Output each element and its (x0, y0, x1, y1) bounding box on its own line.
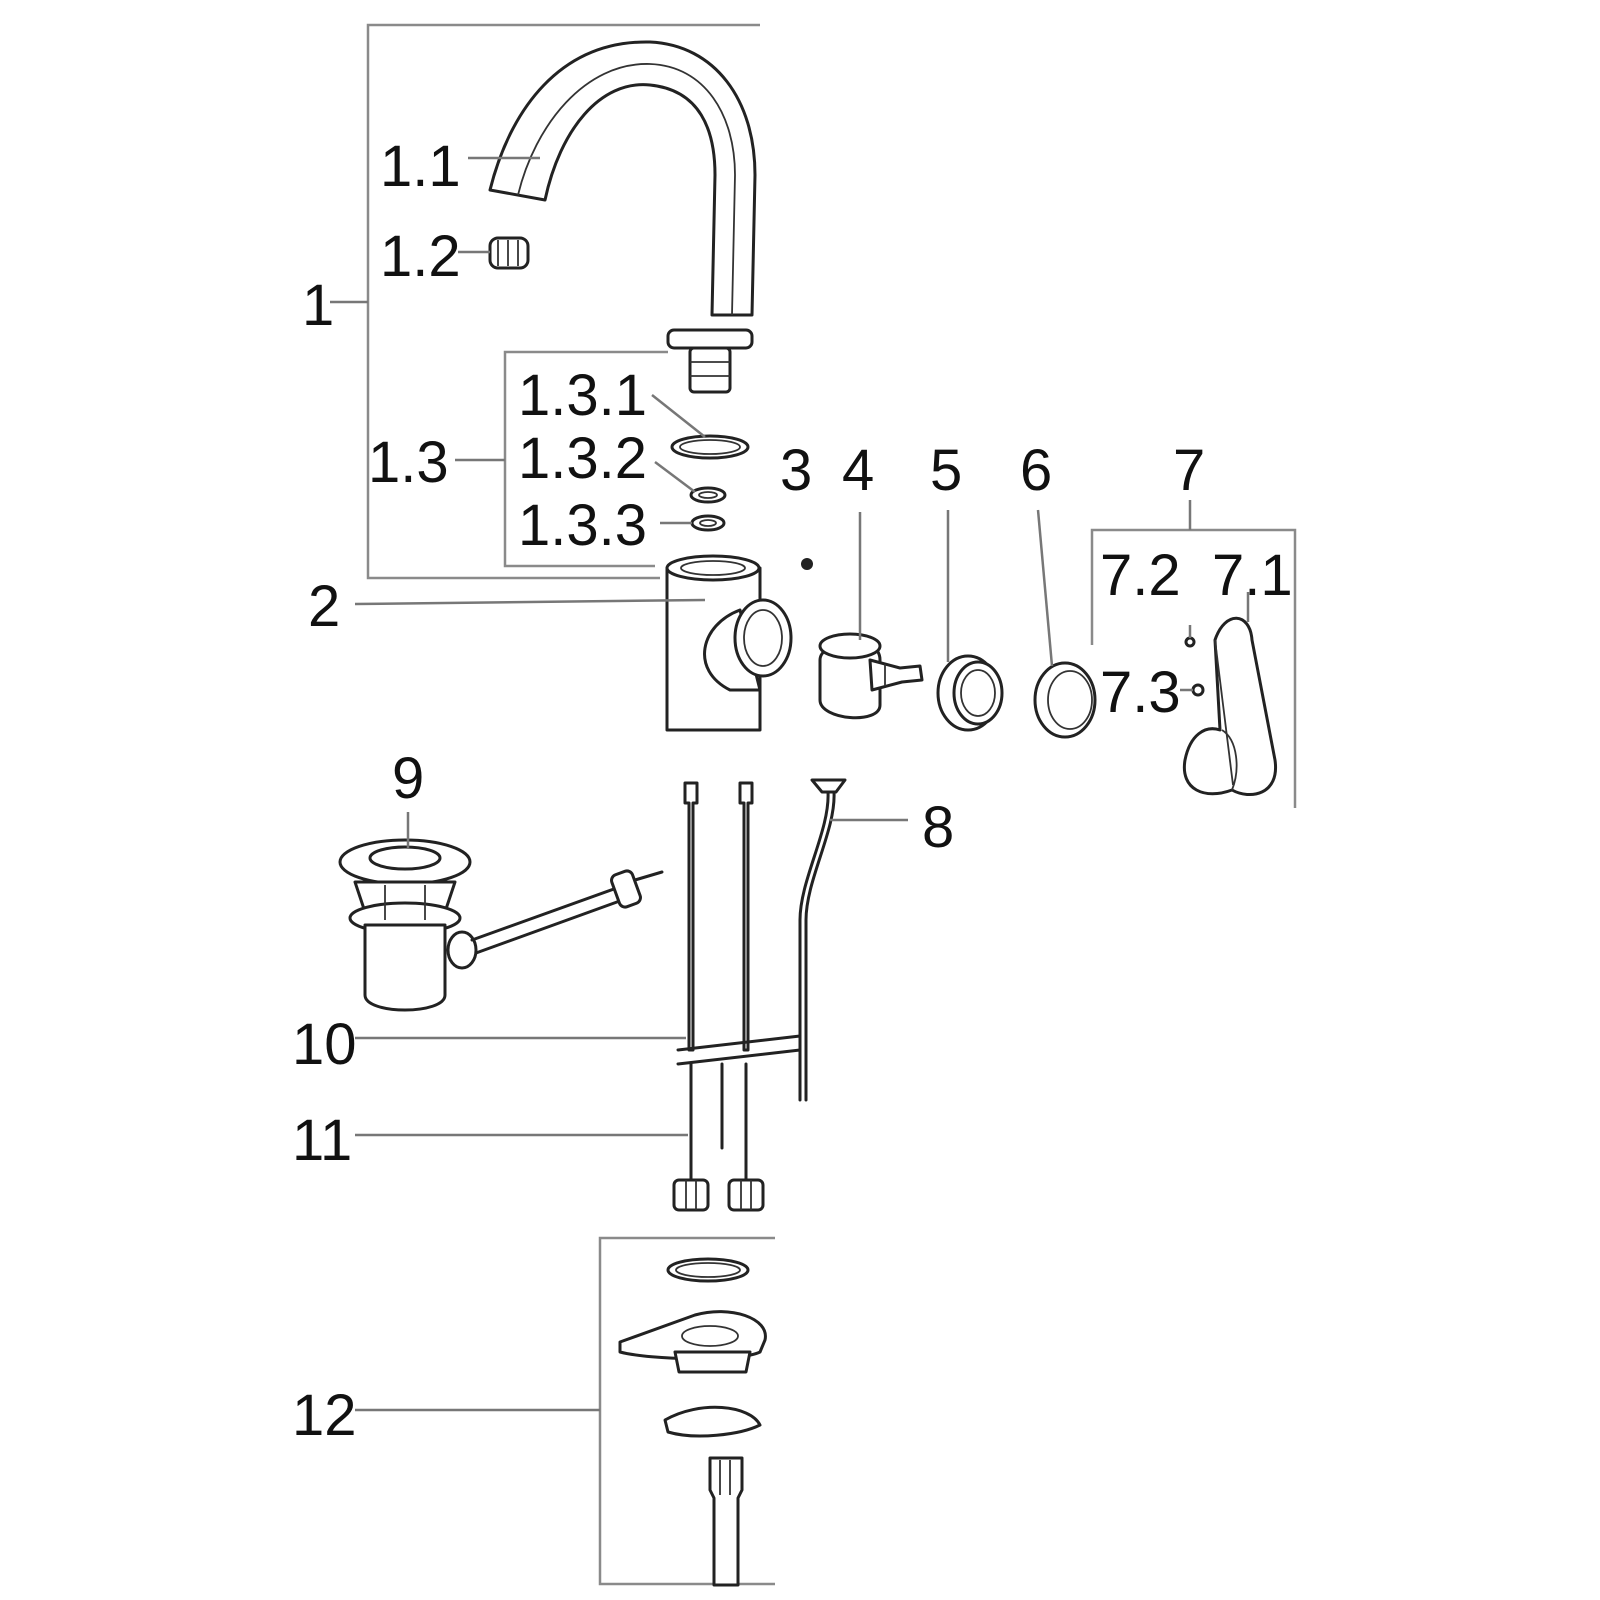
mounting-kit-part (618, 1257, 767, 1587)
group-1-bracket (330, 23, 760, 580)
handle-cap-7-3 (1191, 683, 1205, 697)
label-8: 8 (922, 795, 954, 860)
label-4: 4 (842, 438, 874, 503)
label-7: 7 (1173, 438, 1205, 503)
pull-rod-part (798, 778, 847, 1102)
threaded-ring-part (936, 654, 1004, 732)
handle-screw-7-2 (1184, 636, 1196, 648)
seal-1-3-2-part (689, 486, 727, 504)
spout-part (488, 40, 757, 394)
label-6: 6 (1020, 438, 1052, 503)
lever-handle-part (1182, 616, 1277, 797)
label-3: 3 (780, 438, 812, 503)
label-1-3-3: 1.3.3 (518, 493, 647, 558)
label-1-3: 1.3 (368, 430, 449, 495)
body-part (665, 554, 793, 732)
label-1: 1 (302, 273, 334, 338)
cartridge-part (818, 632, 924, 720)
seal-1-3-1-part (670, 434, 750, 460)
label-10: 10 (292, 1012, 357, 1077)
group-1-3-bracket (455, 350, 668, 568)
label-5: 5 (930, 438, 962, 503)
label-2: 2 (308, 574, 340, 639)
label-1-2: 1.2 (380, 224, 461, 289)
group-7-bracket (1090, 500, 1297, 808)
seal-1-3-3-part (690, 514, 726, 532)
grub-screw-part (801, 558, 813, 570)
label-1-3-2: 1.3.2 (518, 426, 647, 491)
label-1-1: 1.1 (380, 134, 461, 199)
label-7-3: 7.3 (1100, 660, 1181, 725)
cover-cap-part (1033, 661, 1097, 739)
pop-up-waste-part (338, 838, 664, 1012)
flexible-hoses-part (672, 781, 802, 1212)
aerator-part (488, 236, 530, 270)
label-7-1: 7.1 (1212, 543, 1293, 608)
label-11: 11 (292, 1108, 352, 1173)
label-7-2: 7.2 (1100, 543, 1181, 608)
label-9: 9 (392, 746, 424, 811)
label-12: 12 (292, 1383, 357, 1448)
group-12-bracket (355, 1236, 775, 1586)
label-1-3-1: 1.3.1 (518, 363, 647, 428)
